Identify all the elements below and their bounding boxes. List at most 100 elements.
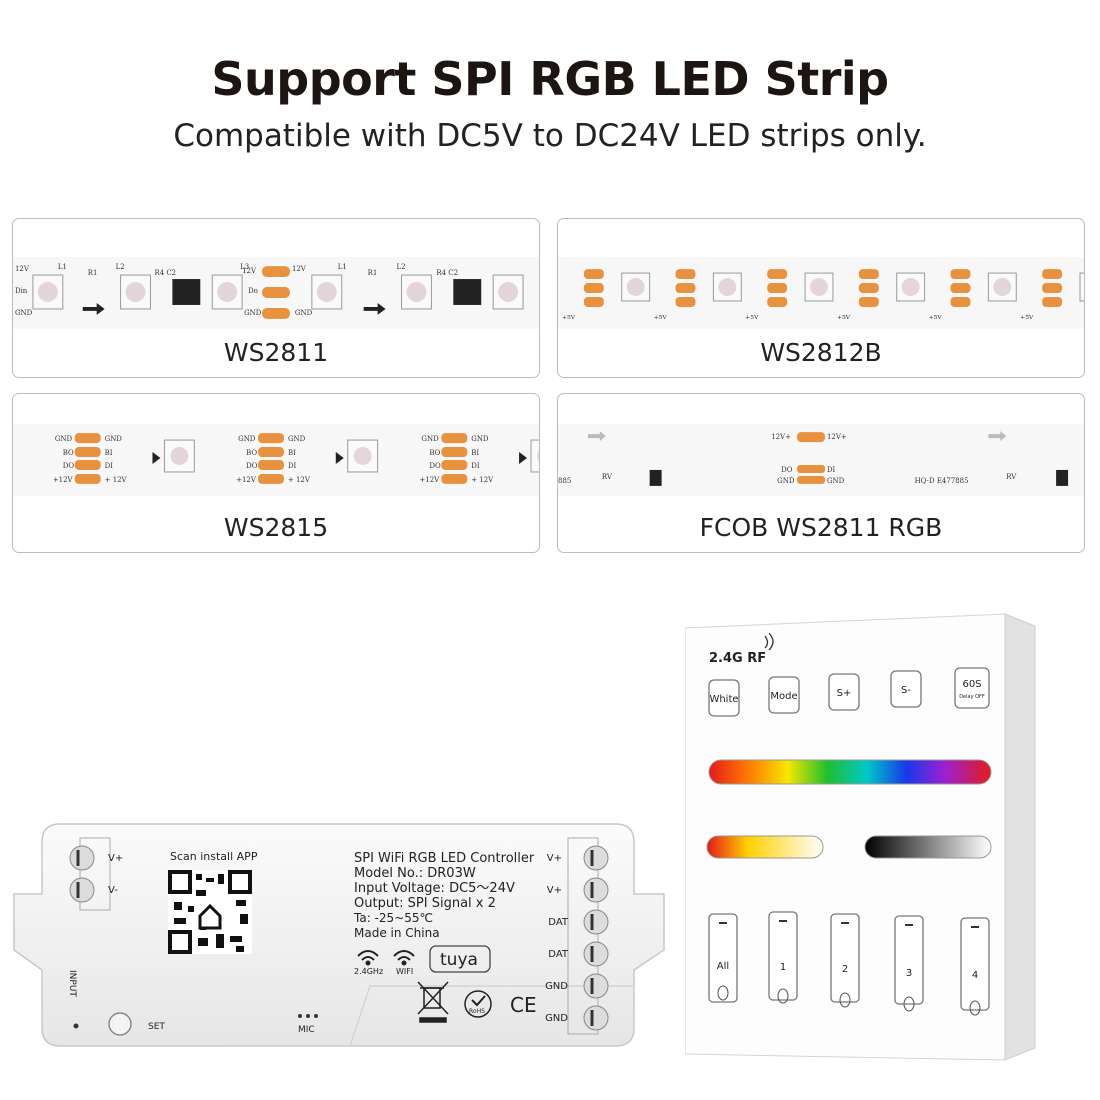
controller-ta: Ta: -25~55℃ — [353, 911, 433, 925]
delay-off-label: Delay OFF — [959, 694, 985, 700]
page-title: Support SPI RGB LED Strip — [211, 52, 889, 106]
button-speed-up[interactable]: S+ — [828, 673, 860, 711]
svg-text:DO: DO — [63, 462, 75, 470]
controller-made-in: Made in China — [354, 926, 440, 940]
terminal-label: GND — [545, 1013, 568, 1024]
svg-text:GND: GND — [244, 309, 262, 317]
warm-white-slider[interactable] — [706, 835, 824, 859]
svg-text:2: 2 — [842, 964, 848, 975]
rohs-label: RoHS — [469, 1008, 485, 1015]
controller-input-voltage: Input Voltage: DC5～24V — [354, 881, 515, 896]
rgb-color-slider[interactable] — [708, 759, 992, 785]
mic-label: MIC — [298, 1025, 315, 1035]
svg-text:+12V: +12V — [53, 476, 74, 484]
scan-install-text: Scan install APP — [170, 850, 258, 863]
zone-1-switch[interactable]: 1 — [768, 911, 798, 1004]
svg-text:Din: Din — [15, 287, 28, 295]
svg-text:+5V: +5V — [745, 314, 759, 321]
svg-text:1: 1 — [780, 962, 786, 973]
controller-name: SPI WiFi RGB LED Controller — [354, 851, 535, 866]
svg-text:HQ-D E477885: HQ-D E477885 — [915, 477, 969, 485]
svg-text:R1: R1 — [88, 269, 98, 277]
terminal-label: V- — [108, 885, 118, 896]
svg-text:S-: S- — [901, 685, 911, 696]
weee-bin-icon — [417, 981, 449, 1023]
svg-text:GND: GND — [295, 309, 313, 317]
brightness-slider[interactable] — [864, 835, 992, 859]
set-button[interactable] — [108, 1012, 132, 1036]
page-subtitle: Compatible with DC5V to DC24V LED strips… — [173, 118, 927, 154]
strip-card-ws2812b: +5V+5V+5V +5V+5V+5V WS2812B — [557, 218, 1085, 378]
svg-text:L1: L1 — [58, 263, 67, 271]
zone-all-switch[interactable]: All — [708, 913, 738, 1003]
svg-text:R1: R1 — [368, 269, 378, 277]
svg-text:12V: 12V — [15, 265, 30, 273]
button-white[interactable]: White — [708, 679, 740, 717]
svg-text:DI: DI — [827, 466, 836, 474]
svg-text:RV: RV — [602, 473, 613, 481]
ws2812b-strip-image: +5V+5V+5V +5V+5V+5V — [558, 257, 1084, 329]
left-terminal-block — [69, 845, 95, 903]
svg-text:BO: BO — [63, 449, 74, 457]
svg-text:12V: 12V — [242, 267, 257, 275]
qr-code — [168, 870, 252, 954]
zone-4-switch[interactable]: 4 — [960, 917, 990, 1016]
button-mode[interactable]: Mode — [768, 676, 800, 714]
set-label: SET — [148, 1022, 165, 1032]
svg-text:+5V: +5V — [562, 314, 576, 321]
svg-text:+5V: +5V — [654, 314, 668, 321]
status-led — [73, 1023, 79, 1029]
svg-text:12V: 12V — [292, 265, 307, 273]
svg-text:+ 12V: + 12V — [105, 476, 128, 484]
strip-label: WS2811 — [223, 338, 329, 367]
svg-text:RV: RV — [1006, 473, 1017, 481]
svg-text:GND: GND — [105, 435, 123, 443]
right-terminal-block — [582, 845, 610, 1032]
svg-text:GND: GND — [777, 477, 795, 485]
terminal-label: DAT — [548, 917, 569, 928]
svg-text:+5V: +5V — [837, 314, 851, 321]
wifi-icon — [357, 950, 415, 966]
svg-text:DO: DO — [781, 466, 793, 474]
svg-text:L3: L3 — [240, 263, 249, 271]
terminal-label: GND — [545, 981, 568, 992]
svg-text:3: 3 — [906, 968, 912, 979]
ce-mark: CE — [510, 993, 537, 1017]
svg-text:60S: 60S — [962, 679, 981, 690]
tuya-logo: tuya — [440, 950, 478, 970]
svg-text:White: White — [709, 694, 738, 705]
svg-text:Mode: Mode — [770, 691, 797, 702]
rf-signal-icon — [764, 632, 774, 651]
svg-text:L1: L1 — [338, 263, 347, 271]
svg-text:L2: L2 — [397, 263, 406, 271]
zone-2-switch[interactable]: 2 — [830, 913, 860, 1008]
terminal-label: V+ — [547, 853, 562, 864]
svg-text:DI: DI — [105, 462, 114, 470]
rohs-icon: RoHS — [464, 990, 492, 1018]
button-delay-off[interactable]: 60S Delay OFF — [954, 667, 990, 709]
svg-text:GND: GND — [827, 477, 845, 485]
terminal-label: DAT — [548, 949, 569, 960]
zone-3-switch[interactable]: 3 — [894, 915, 924, 1012]
controller-model: Model No.: DR03W — [354, 866, 476, 881]
svg-text:R4 C2: R4 C2 — [154, 269, 176, 277]
button-speed-down[interactable]: S- — [890, 670, 922, 708]
svg-text:S+: S+ — [837, 688, 852, 699]
svg-text:885: 885 — [558, 477, 571, 485]
svg-text:12V+: 12V+ — [771, 433, 791, 441]
svg-text:L2: L2 — [116, 263, 125, 271]
svg-text:4: 4 — [972, 970, 978, 981]
strip-label: WS2815 — [223, 513, 329, 542]
svg-text:All: All — [717, 961, 729, 972]
terminal-label: V+ — [547, 885, 562, 896]
strip-label: FCOB WS2811 RGB — [699, 513, 943, 542]
wifi-label: WIFI — [396, 967, 413, 976]
terminal-label: V+ — [108, 853, 123, 864]
svg-text:GND: GND — [15, 309, 33, 317]
